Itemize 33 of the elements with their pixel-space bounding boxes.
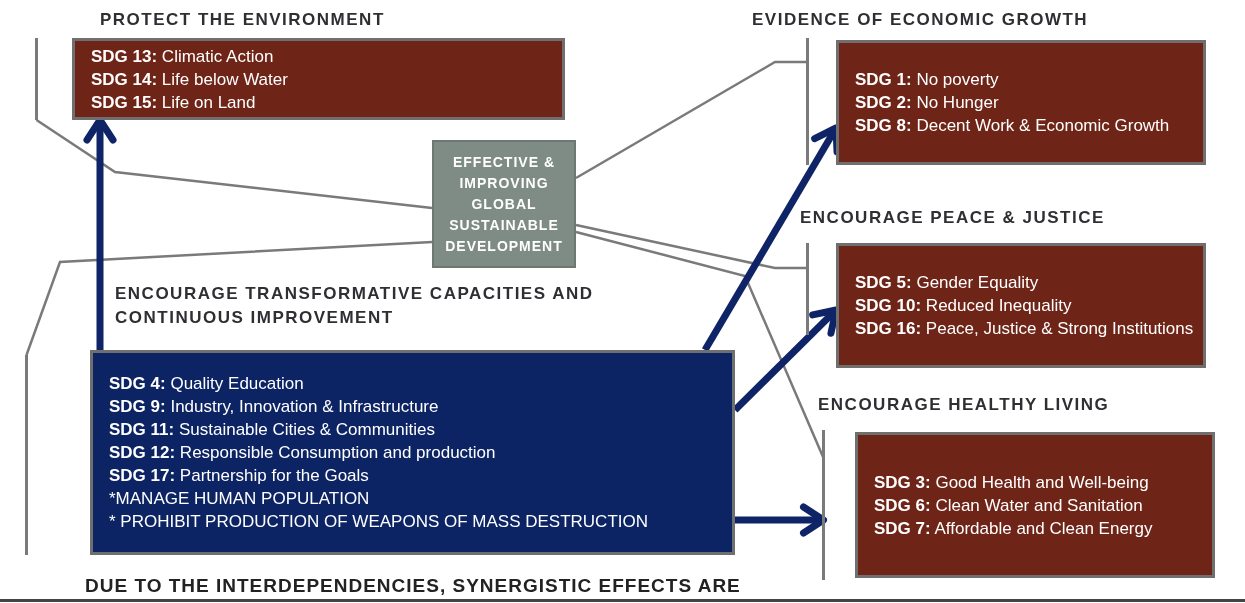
connector-line <box>575 60 808 180</box>
goal-item: SDG 13: Climatic Action <box>91 45 275 68</box>
group-heading: EVIDENCE OF ECONOMIC GROWTH <box>752 9 1090 31</box>
goal-item: * PROHIBIT PRODUCTION OF WEAPONS OF MASS DESTRUCTION <box>109 511 649 533</box>
connector-line <box>35 118 433 210</box>
goal-item: SDG 2: No Hunger <box>855 92 1000 114</box>
goal-item: *MANAGE HUMAN POPULATION <box>109 488 371 510</box>
thick-arrow <box>735 503 827 537</box>
connector-line <box>575 230 825 459</box>
goal-item: SDG 15: Life on Land <box>91 91 257 114</box>
group-heading: ENCOURAGE PEACE & JUSTICE <box>800 207 1106 229</box>
goal-item: SDG 12: Responsible Consumption and production <box>109 442 497 464</box>
connector-line <box>575 223 808 270</box>
goal-item: SDG 1: No poverty <box>855 69 1000 91</box>
goal-item: SDG 5: Gender Equality <box>855 272 1040 294</box>
group-heading: ENCOURAGE HEALTHY LIVING <box>818 394 1111 416</box>
goal-item: SDG 14: Life below Water <box>91 68 289 91</box>
goal-item: SDG 8: Decent Work & Economic Growth <box>855 115 1171 137</box>
goal-item: SDG 7: Affordable and Clean Energy <box>874 517 1154 540</box>
goal-item: SDG 16: Peace, Justice & Strong Institutions <box>855 318 1195 340</box>
goal-item: SDG 9: Industry, Innovation & Infrastructure <box>109 396 440 418</box>
group-heading: ENCOURAGE TRANSFORMATIVE CAPACITIES AND CONTINUOUS IMPROVEMENT <box>115 283 595 329</box>
group-heading: PROTECT THE ENVIRONMENT <box>100 9 386 31</box>
goal-item: SDG 4: Quality Education <box>109 373 305 395</box>
goal-item: SDG 17: Partnership for the Goals <box>109 465 370 487</box>
goal-item: SDG 6: Clean Water and Sanitation <box>874 494 1144 517</box>
goal-item: SDG 10: Reduced Inequality <box>855 295 1073 317</box>
goal-item: SDG 3: Good Health and Well-being <box>874 471 1150 494</box>
connector-line <box>25 240 433 356</box>
center-box <box>432 140 576 268</box>
center-title: EFFECTIVE & IMPROVING GLOBAL SUSTAINABLE DEVELOPMENT <box>444 152 564 256</box>
goal-item: SDG 11: Sustainable Cities & Communities <box>109 419 436 441</box>
footer-note: DUE TO THE INTERDEPENDENCIES, SYNERGISTIC EFFECTS ARE <box>85 574 741 598</box>
